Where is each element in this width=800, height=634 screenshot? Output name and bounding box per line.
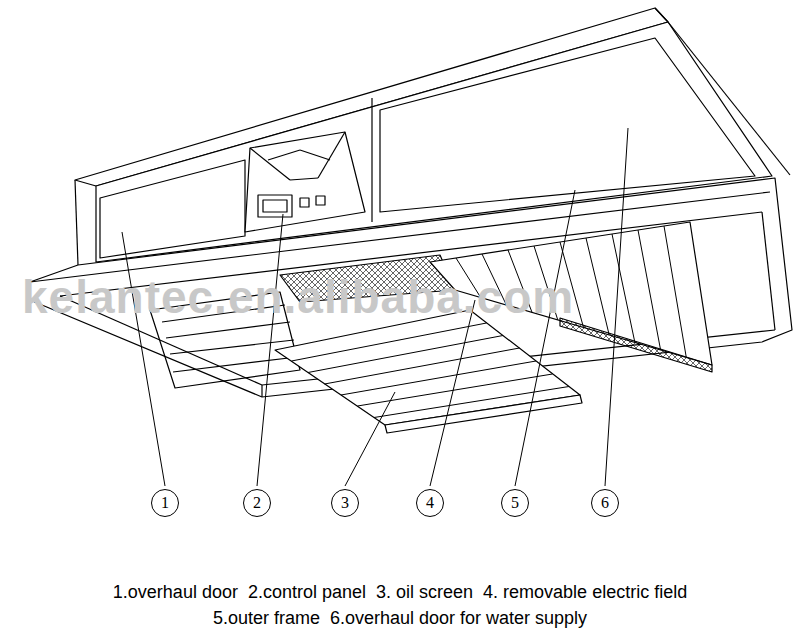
part-name: 3. oil screen <box>376 582 473 602</box>
watermark: kelantec.en.alibaba.com <box>22 270 574 324</box>
part-name: 5.outer frame <box>213 608 320 628</box>
body-edge <box>75 180 78 265</box>
parts-key-row: 1.overhaul door 2.control panel 3. oil scr… <box>0 582 800 603</box>
control-panel <box>245 132 365 232</box>
callout-circle: 6 <box>591 489 619 517</box>
display <box>263 200 287 212</box>
panel-facet <box>268 150 300 160</box>
callout-number: 4 <box>426 495 434 511</box>
panel-facet <box>250 148 290 180</box>
callout-number: 2 <box>253 495 261 511</box>
callout-circle: 1 <box>151 489 179 517</box>
frame-inner <box>762 212 775 330</box>
field-drawer-edge <box>560 318 712 372</box>
panel-facet <box>300 150 330 160</box>
callout-circle: 3 <box>331 489 359 517</box>
panel-facet <box>290 178 318 180</box>
part-name: 6.overhaul door for water supply <box>330 608 587 628</box>
screen-slat <box>170 340 294 354</box>
callout-number: 5 <box>511 495 519 511</box>
panel-facet <box>318 132 345 178</box>
frame-edge <box>261 385 262 397</box>
button <box>316 196 325 205</box>
callout-number: 3 <box>341 495 349 511</box>
display <box>258 195 292 217</box>
part-name: 1.overhaul door <box>113 582 238 602</box>
callout-circle: 5 <box>501 489 529 517</box>
button <box>300 198 309 207</box>
callout-number: 6 <box>601 495 609 511</box>
part-name: 2.control panel <box>248 582 366 602</box>
parts-key-row: 5.outer frame 6.overhaul door for water s… <box>0 608 800 629</box>
body-edge <box>655 8 668 22</box>
callout-number: 1 <box>161 495 169 511</box>
body-edge <box>668 22 790 175</box>
panel-seam <box>371 98 372 222</box>
screen-slat <box>173 357 297 372</box>
callout-circle: 4 <box>416 489 444 517</box>
overhaul-door <box>380 38 755 212</box>
part-name: 4. removable electric field <box>483 582 687 602</box>
overhaul-door <box>100 160 245 258</box>
callout-circle: 2 <box>243 489 271 517</box>
oil-screen-edge <box>385 395 582 433</box>
